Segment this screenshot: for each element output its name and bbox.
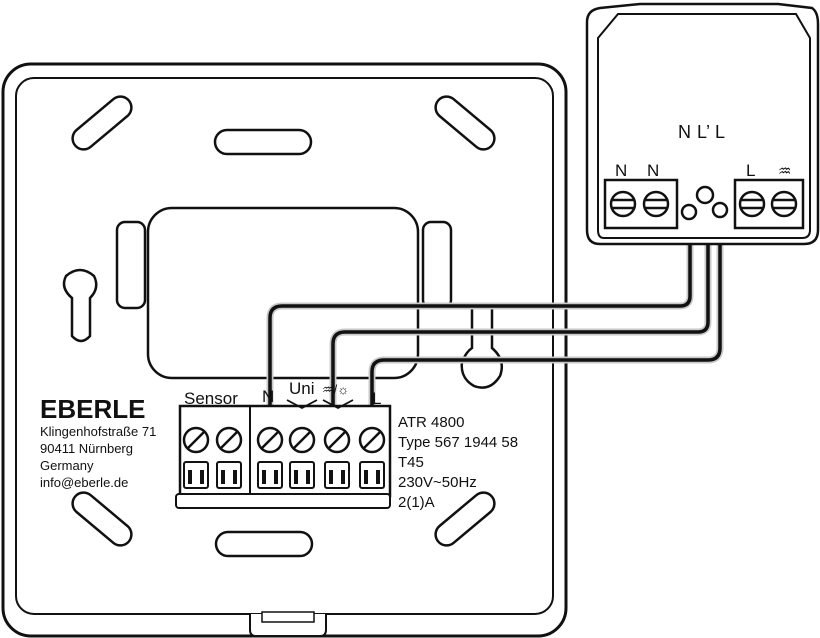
- wire-entry-fill: [188, 470, 380, 484]
- address-line-1: Klingenhofstraße 71: [40, 424, 156, 439]
- wires: [266, 145, 724, 420]
- spec-type: Type 567 1944 58: [398, 434, 518, 451]
- relay-box: [585, 2, 820, 246]
- mounting-slots: [62, 95, 503, 558]
- terminal-heat-label: ♒/☼: [322, 382, 349, 397]
- terminal-block: [175, 404, 392, 509]
- pin-n: [680, 203, 698, 221]
- relay-screw-heat: [770, 190, 798, 218]
- pin-l-prime: [695, 185, 715, 205]
- brand-logo: EBERLE: [40, 394, 145, 424]
- spec-temp: T45: [398, 454, 424, 471]
- screw-n: [256, 426, 284, 454]
- relay-term-n2-label: N: [647, 161, 659, 180]
- screw-sensor-2: [215, 426, 243, 454]
- terminal-uni-label: Uni: [289, 379, 315, 398]
- relay-term-l-label: L: [746, 161, 755, 180]
- spec-current: 2(1)A: [398, 494, 435, 511]
- address-line-2: 90411 Nürnberg: [40, 441, 133, 456]
- relay-top-n-label: N: [678, 122, 691, 142]
- relay-screw-n1: [609, 190, 637, 218]
- uni-bracket-icon: [286, 399, 354, 410]
- screw-uni: [288, 426, 316, 454]
- relay-top-lprime-label: L’: [697, 122, 710, 142]
- relay-screws: [609, 190, 798, 218]
- screw-l: [358, 426, 386, 454]
- relay-input-pins: [680, 185, 729, 221]
- central-housing: [146, 206, 420, 380]
- address-line-3: Germany: [40, 458, 94, 473]
- relay-screw-n2: [642, 190, 670, 218]
- address-line-4: info@eberle.de: [40, 475, 128, 490]
- terminal-n-label: N: [262, 387, 274, 406]
- sensor-label: Sensor: [184, 389, 238, 408]
- relay-top-l-label: L: [715, 122, 725, 142]
- spec-model: ATR 4800: [398, 414, 464, 431]
- pin-l: [711, 201, 729, 219]
- relay-term-n1-label: N: [615, 161, 627, 180]
- terminal-l-label: L: [372, 389, 381, 408]
- terminal-screws: [182, 426, 386, 454]
- screw-sensor-1: [182, 426, 210, 454]
- screw-heat: [323, 426, 351, 454]
- relay-screw-l: [738, 190, 766, 218]
- relay-term-heat-label: ♒: [778, 163, 791, 180]
- spec-voltage: 230V~50Hz: [398, 474, 477, 491]
